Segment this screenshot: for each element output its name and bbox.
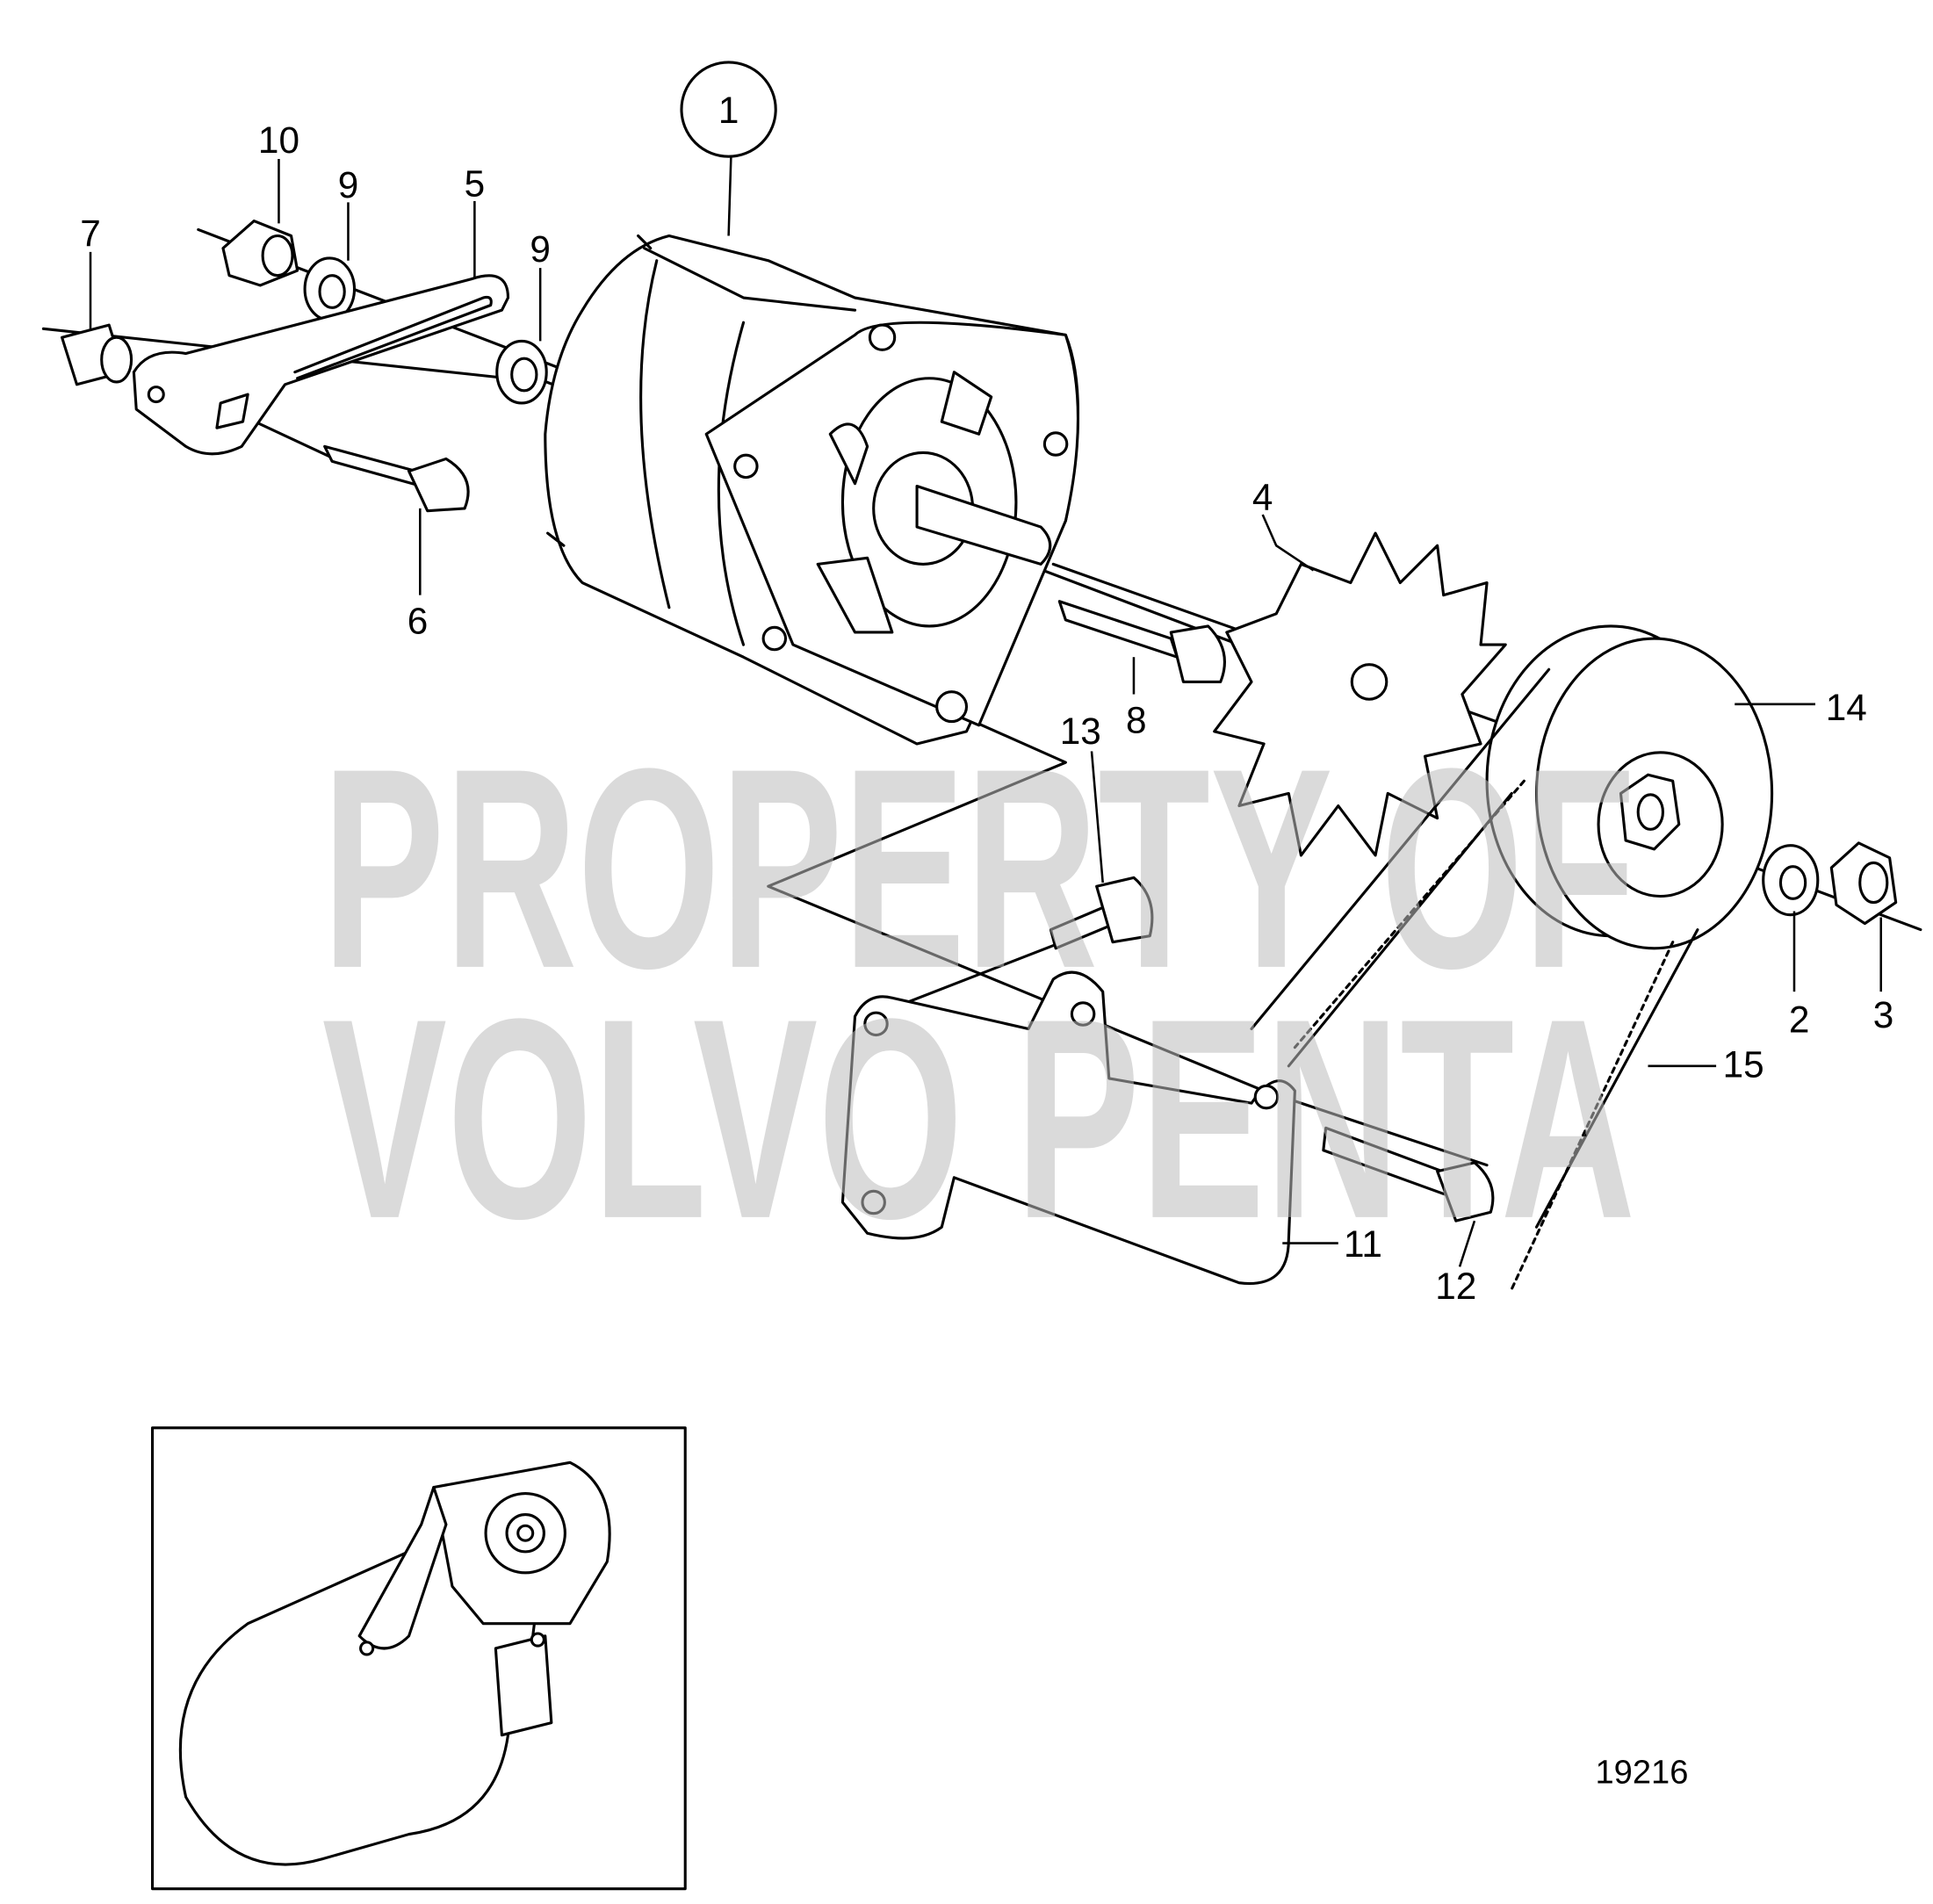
callout-labels: 1 10 9 5 7 9 6 4 8 14 13 2 3 12 15 11 19…: [80, 61, 1894, 1792]
callout-7: 7: [80, 213, 101, 254]
leader-lines: [89, 155, 1883, 1267]
washer-part-2: [1762, 844, 1820, 917]
watermark-line-1: PROPERTY OF: [322, 709, 1636, 1028]
inset-overview: [150, 1426, 687, 1891]
callout-15: 15: [1723, 1044, 1764, 1085]
fan-part-4: [1213, 531, 1507, 857]
alternator-part-1: [544, 234, 1079, 746]
bolt-part-6: [323, 444, 470, 513]
callout-1: 1: [718, 90, 739, 131]
nut-part-3: [1829, 841, 1898, 926]
callout-4: 4: [1252, 476, 1273, 517]
washer-part-9: [303, 256, 548, 405]
callout-13: 13: [1060, 710, 1101, 752]
callout-5: 5: [465, 162, 486, 204]
callout-14: 14: [1826, 687, 1867, 728]
nut-part-10: [221, 220, 299, 287]
callout-2: 2: [1789, 999, 1810, 1041]
callout-9b: 9: [530, 228, 551, 270]
bolt-part-12: [1322, 1126, 1495, 1222]
adjusting-bracket-part-5: [132, 274, 510, 456]
spacer-part-7: [60, 323, 133, 386]
belt-part-15: [1250, 667, 1699, 1291]
bolt-part-8: [1057, 600, 1226, 683]
watermark: PROPERTY OF VOLVO PENTA: [322, 709, 1636, 1278]
callout-6: 6: [408, 600, 429, 641]
callout-circle-1: [680, 61, 777, 158]
mounting-bracket-part-11: [840, 970, 1296, 1286]
callout-9: 9: [338, 164, 359, 206]
callout-8: 8: [1126, 699, 1147, 740]
figure-number: 19216: [1595, 1755, 1688, 1792]
callout-11: 11: [1344, 1223, 1382, 1265]
bolt-part-13: [1049, 876, 1154, 950]
watermark-line-2: VOLVO PENTA: [322, 959, 1636, 1278]
callout-3: 3: [1873, 994, 1894, 1035]
callout-12: 12: [1435, 1266, 1476, 1307]
callout-10: 10: [258, 119, 299, 161]
pulley-part-14: [1485, 624, 1774, 950]
